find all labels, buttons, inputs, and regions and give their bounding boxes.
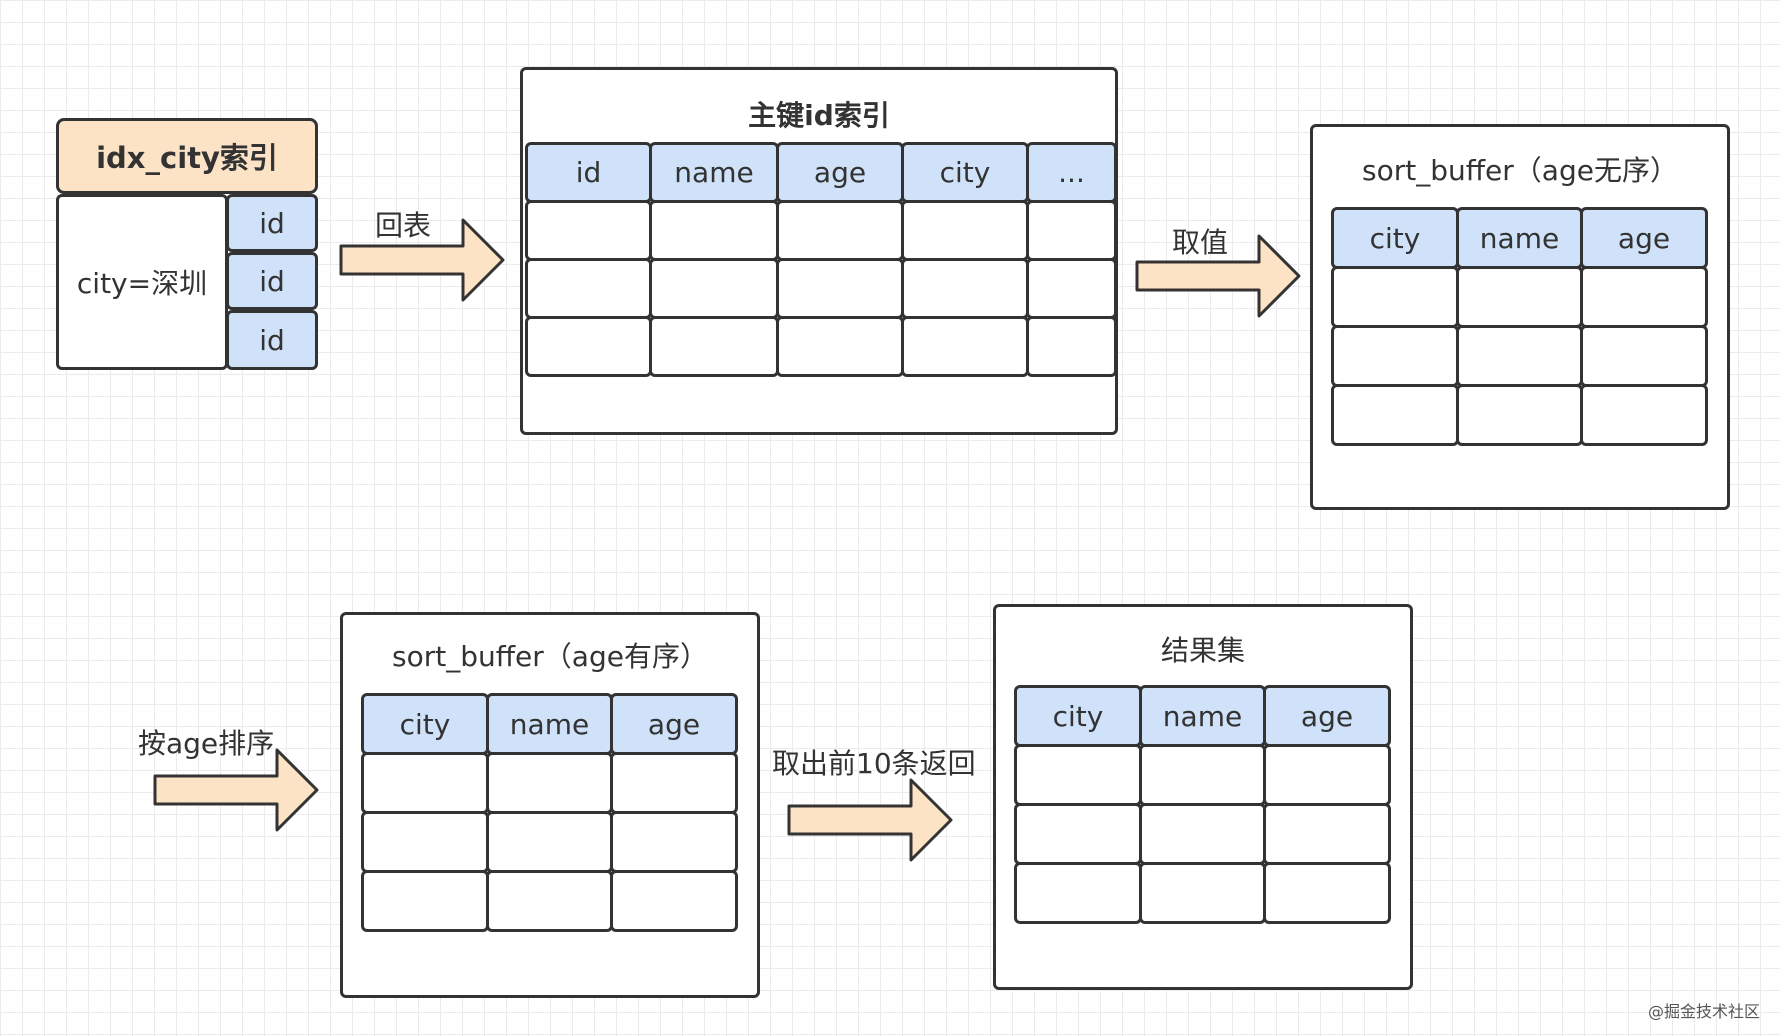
sort-buffer-unsorted-cell (1331, 384, 1459, 446)
sort-buffer-unsorted-header-2: age (1580, 207, 1708, 269)
arrow-label-quzhi: 取值 (1172, 226, 1229, 259)
sort-buffer-sorted-cell (486, 870, 613, 932)
sort-buffer-unsorted-cell (1456, 266, 1583, 328)
sort-buffer-sorted-title: sort_buffer（age有序） (392, 640, 708, 673)
idx-city-index: idx_city索引 city=深圳 id id id (56, 118, 318, 370)
primary-index-cell (776, 200, 904, 261)
result-set-header-1: name (1139, 685, 1266, 747)
primary-index-header-0: id (525, 142, 652, 203)
primary-index-title: 主键id索引 (748, 99, 890, 132)
sort-buffer-unsorted-title: sort_buffer（age无序） (1362, 154, 1678, 187)
right-arrow-icon (1135, 234, 1301, 318)
primary-index-header-1: name (649, 142, 779, 203)
result-set-cell (1139, 862, 1266, 924)
right-arrow-icon (153, 748, 319, 832)
sort-buffer-unsorted-header-1: name (1456, 207, 1583, 269)
sort-buffer-sorted-cell (610, 870, 738, 932)
primary-index-cell (525, 316, 652, 377)
idx-city-id-2: id (226, 252, 318, 310)
sort-buffer-sorted-cell (486, 811, 613, 873)
result-set-cell (1139, 803, 1266, 865)
sort-buffer-sorted-cell (361, 811, 489, 873)
sort-buffer-unsorted-header-0: city (1331, 207, 1459, 269)
result-set-cell (1263, 803, 1391, 865)
arrow-label-huibiao: 回表 (375, 209, 432, 242)
primary-index-cell (649, 200, 779, 261)
primary-index-cell (901, 200, 1029, 261)
primary-index-cell (901, 316, 1029, 377)
primary-index-cell (649, 258, 779, 319)
idx-city-id-3: id (226, 310, 318, 370)
sort-buffer-sorted-cell (610, 811, 738, 873)
result-set-cell (1139, 744, 1266, 806)
primary-index-cell (1026, 316, 1117, 377)
primary-index-header-2: age (776, 142, 904, 203)
sort-buffer-sorted-cell (610, 752, 738, 814)
primary-index-cell (1026, 200, 1117, 261)
arrow-label-take-top10: 取出前10条返回 (772, 747, 976, 780)
right-arrow-icon (339, 218, 505, 302)
result-set-cell (1263, 862, 1391, 924)
sort-buffer-sorted-cell (361, 870, 489, 932)
primary-index-cell (776, 258, 904, 319)
primary-index-header-3: city (901, 142, 1029, 203)
sort-buffer-sorted-header-2: age (610, 693, 738, 755)
result-set-cell (1014, 862, 1142, 924)
arrow-label-sort-by-age: 按age排序 (138, 727, 275, 760)
sort-buffer-sorted-cell (361, 752, 489, 814)
primary-index-cell (525, 200, 652, 261)
result-set-cell (1014, 744, 1142, 806)
result-set-title: 结果集 (1160, 634, 1245, 667)
sort-buffer-sorted-header-1: name (486, 693, 613, 755)
idx-city-title: idx_city索引 (56, 118, 318, 194)
result-set-header-2: age (1263, 685, 1391, 747)
watermark: @掘金技术社区 (1647, 1002, 1760, 1021)
sort-buffer-sorted-cell (486, 752, 613, 814)
primary-index-cell (1026, 258, 1117, 319)
result-set-cell (1014, 803, 1142, 865)
sort-buffer-sorted-header-0: city (361, 693, 489, 755)
sort-buffer-unsorted-cell (1580, 266, 1708, 328)
primary-index-cell (776, 316, 904, 377)
primary-index-cell (649, 316, 779, 377)
sort-buffer-unsorted-cell (1456, 325, 1583, 387)
primary-index-cell (525, 258, 652, 319)
sort-buffer-unsorted-cell (1331, 266, 1459, 328)
idx-city-id-1: id (226, 194, 318, 252)
right-arrow-icon (787, 778, 953, 862)
sort-buffer-unsorted-cell (1331, 325, 1459, 387)
sort-buffer-unsorted-cell (1456, 384, 1583, 446)
idx-city-key: city=深圳 (56, 194, 228, 370)
result-set-cell (1263, 744, 1391, 806)
sort-buffer-unsorted-cell (1580, 325, 1708, 387)
result-set-header-0: city (1014, 685, 1142, 747)
sort-buffer-unsorted-cell (1580, 384, 1708, 446)
primary-index-header-4: ... (1026, 142, 1117, 203)
primary-index-cell (901, 258, 1029, 319)
